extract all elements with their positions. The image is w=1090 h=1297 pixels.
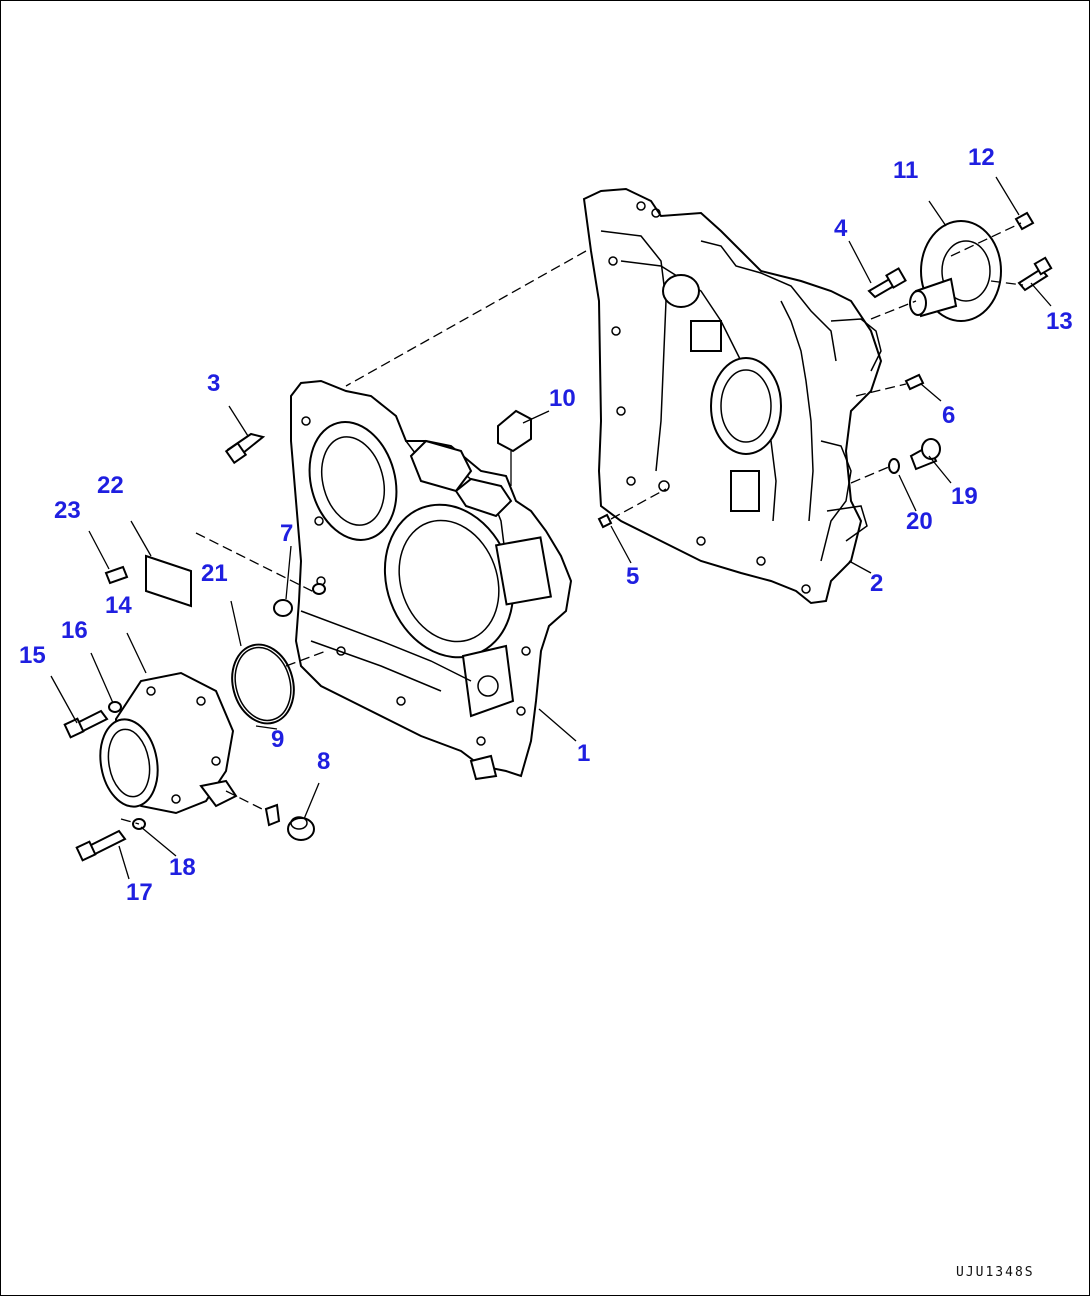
front-case-part-1 bbox=[290, 379, 573, 781]
plug-part-8 bbox=[287, 816, 315, 841]
o-ring-part-9-21 bbox=[231, 643, 295, 725]
o-ring-part-20 bbox=[888, 458, 900, 474]
callout-17: 17 bbox=[126, 879, 153, 906]
callout-18: 18 bbox=[169, 854, 196, 881]
callout-20: 20 bbox=[906, 508, 933, 535]
rear-case-part-2 bbox=[582, 187, 883, 605]
callout-12: 12 bbox=[968, 144, 995, 171]
bearing-housing-part-14 bbox=[99, 671, 238, 815]
callout-19: 19 bbox=[951, 483, 978, 510]
callout-4: 4 bbox=[834, 215, 848, 242]
callout-11: 11 bbox=[893, 157, 918, 184]
callout-labels: 1 2 3 4 5 6 7 8 9 10 11 12 13 14 15 16 1… bbox=[19, 144, 1073, 906]
bolt-part-17 bbox=[75, 829, 127, 862]
callout-7: 7 bbox=[280, 520, 293, 547]
pin-part-12 bbox=[1014, 211, 1035, 231]
bolt-part-4 bbox=[867, 267, 907, 299]
rivet-part-23 bbox=[104, 565, 129, 585]
dowel-part-7 bbox=[273, 583, 326, 617]
callout-2: 2 bbox=[870, 570, 883, 597]
washer-part-16 bbox=[108, 701, 122, 713]
pin-part-6 bbox=[904, 373, 925, 391]
dowel-pin-part-5 bbox=[597, 513, 613, 529]
bolt-part-15 bbox=[63, 709, 109, 739]
bolt-part-3 bbox=[224, 432, 266, 465]
nameplate-part-22 bbox=[145, 554, 192, 608]
callout-5: 5 bbox=[626, 563, 639, 590]
callout-6: 6 bbox=[942, 402, 955, 429]
callout-10: 10 bbox=[549, 385, 576, 412]
callout-3: 3 bbox=[207, 370, 220, 397]
plug-part-19 bbox=[909, 438, 941, 471]
callout-23: 23 bbox=[54, 497, 81, 524]
callout-21: 21 bbox=[201, 560, 228, 587]
callout-15: 15 bbox=[19, 642, 46, 669]
cover-part-11 bbox=[909, 220, 1002, 322]
callout-16: 16 bbox=[61, 617, 88, 644]
callout-14: 14 bbox=[105, 592, 132, 619]
bolt-part-13 bbox=[1017, 256, 1053, 292]
leader-lines bbox=[50, 176, 1052, 880]
bracket-part-10 bbox=[497, 409, 532, 486]
callout-9: 9 bbox=[271, 726, 284, 753]
callout-22: 22 bbox=[97, 472, 124, 499]
callout-13: 13 bbox=[1046, 308, 1073, 335]
callout-1: 1 bbox=[577, 740, 590, 767]
assembly-lines bbox=[120, 222, 1024, 825]
drawing-id: UJU1348S bbox=[956, 1265, 1035, 1280]
pin-unlabeled bbox=[264, 803, 281, 827]
callout-8: 8 bbox=[317, 748, 330, 775]
